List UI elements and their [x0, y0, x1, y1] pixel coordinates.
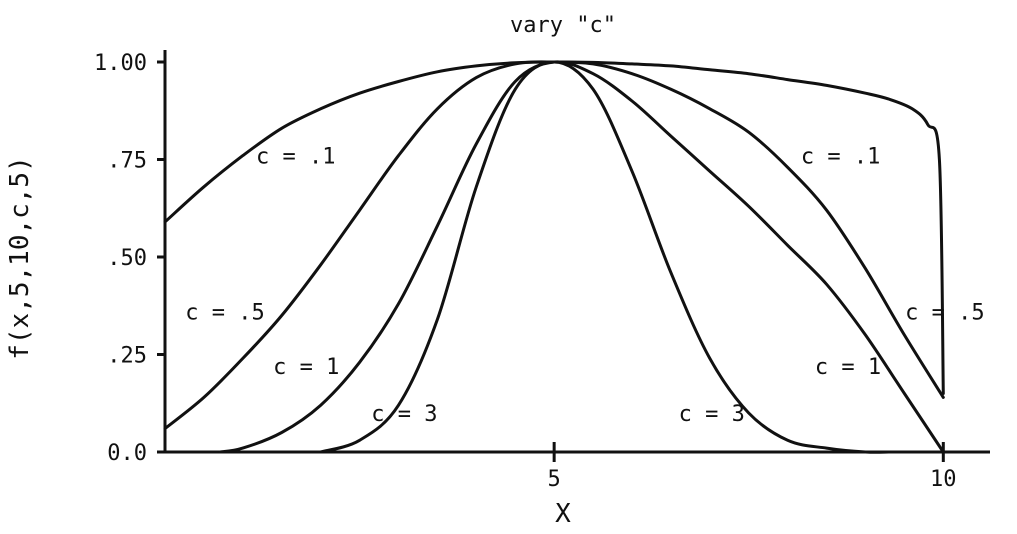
series-line-0 [163, 60, 945, 395]
x-tick-label-0: 5 [548, 467, 561, 492]
curve-label-5: c = 1 [815, 355, 881, 380]
curve-label-2: c = .5 [185, 300, 264, 325]
y-tick-label-1: .25 [107, 344, 147, 369]
y-tick-label-4: 1.00 [94, 51, 147, 76]
x-tick-label-1: 10 [930, 467, 957, 492]
y-tick-label-0: 0.0 [107, 441, 147, 466]
y-axis-title: f(x,5,10,c,5) [5, 156, 35, 360]
curve-label-6: c = 3 [371, 402, 437, 427]
x-axis-title: X [555, 499, 571, 529]
chart-title: vary "c" [510, 13, 616, 38]
curve-label-4: c = 1 [273, 355, 339, 380]
curves [163, 60, 945, 454]
curve-label-1: c = .1 [801, 144, 880, 169]
y-tick-label-2: .50 [107, 246, 147, 271]
axis-ticks: 0.0 .25 .50 .75 1.00 5 10 [94, 51, 957, 492]
curve-label-7: c = 3 [679, 402, 745, 427]
curve-label-3: c = .5 [905, 300, 984, 325]
curve-label-0: c = .1 [256, 144, 335, 169]
series-line-3 [319, 60, 891, 454]
y-tick-label-3: .75 [107, 149, 147, 174]
curve-labels: c = .1 c = .1 c = .5 c = .5 c = 1 c = 1 c = 3 c… [185, 144, 984, 426]
